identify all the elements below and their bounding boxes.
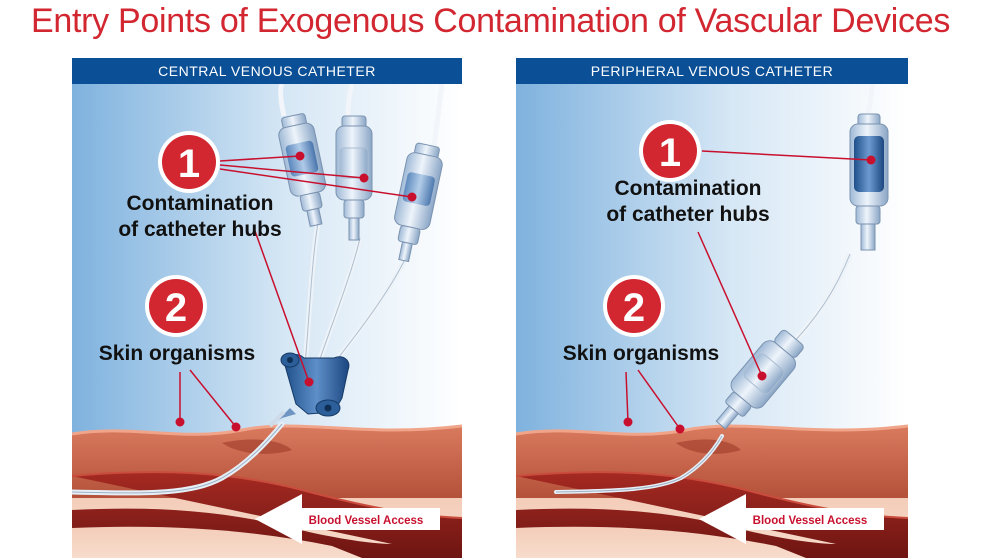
marker-2-circle: 2 [145,275,207,337]
contamination-label: Contamination of catheter hubs [90,191,310,243]
iv-connector-hub [715,329,804,430]
vessel-lower-tissue [516,526,806,558]
catheter-junction-hub [268,352,350,428]
peripheral-catheter-illustration: 1 2 Blood Vessel Access [516,83,908,558]
peripheral-venous-catheter-panel: 1 2 Blood Vessel Access PERIPHERAL VENOU… [516,58,908,558]
central-venous-catheter-panel: 1 2 Blood Vessel Access CENTRAL VENOUS C… [72,58,462,558]
marker-1-number: 1 [659,131,681,175]
pointer-dots [175,151,417,432]
contamination-label: Contamination of catheter hubs [568,176,808,228]
main-title: Entry Points of Exogenous Contamination … [30,2,951,40]
contamination-label-line-1: Contamination [614,177,762,200]
blood-vessel-access-arrow [255,494,440,544]
marker-2-circle: 2 [603,275,665,337]
peripheral-catheter-header: PERIPHERAL VENOUS CATHETER [516,58,908,84]
top-tube-1 [278,82,287,117]
central-catheter-illustration: 1 2 Blood Vessel Access [72,82,462,558]
pointer-dots [623,155,876,434]
contamination-label-line-2: of catheter hubs [606,203,770,226]
skin-surface [72,424,462,436]
marker-2-number: 2 [623,286,645,330]
marker-1-circle: 1 [158,131,220,193]
skin-surface [516,424,908,436]
top-tube-3 [431,83,445,147]
top-tube-2 [345,83,355,119]
central-catheter-header: CENTRAL VENOUS CATHETER [72,58,462,84]
contamination-label-line-1: Contamination [126,192,274,215]
skin-entry-shadow [676,439,741,454]
marker-1-circle: 1 [639,120,701,182]
marker-1-number: 1 [178,142,200,186]
pointer-lines [625,150,872,430]
catheter-hub-3 [394,142,443,263]
blood-vessel-access-label: Blood Vessel Access [309,515,424,527]
top-tube [865,83,875,117]
skin-organisms-label: Skin organisms [98,342,256,365]
blood-vessel-access-label: Blood Vessel Access [753,515,868,527]
skin-entry-shadow [222,439,292,454]
contamination-label-line-2: of catheter hubs [118,218,282,241]
pointer-lines [179,155,413,428]
skin-organisms-label: Skin organisms [562,342,720,365]
vessel-lower-tissue [72,526,362,558]
marker-2-number: 2 [165,286,187,330]
blood-vessel-access-arrow [699,494,884,544]
